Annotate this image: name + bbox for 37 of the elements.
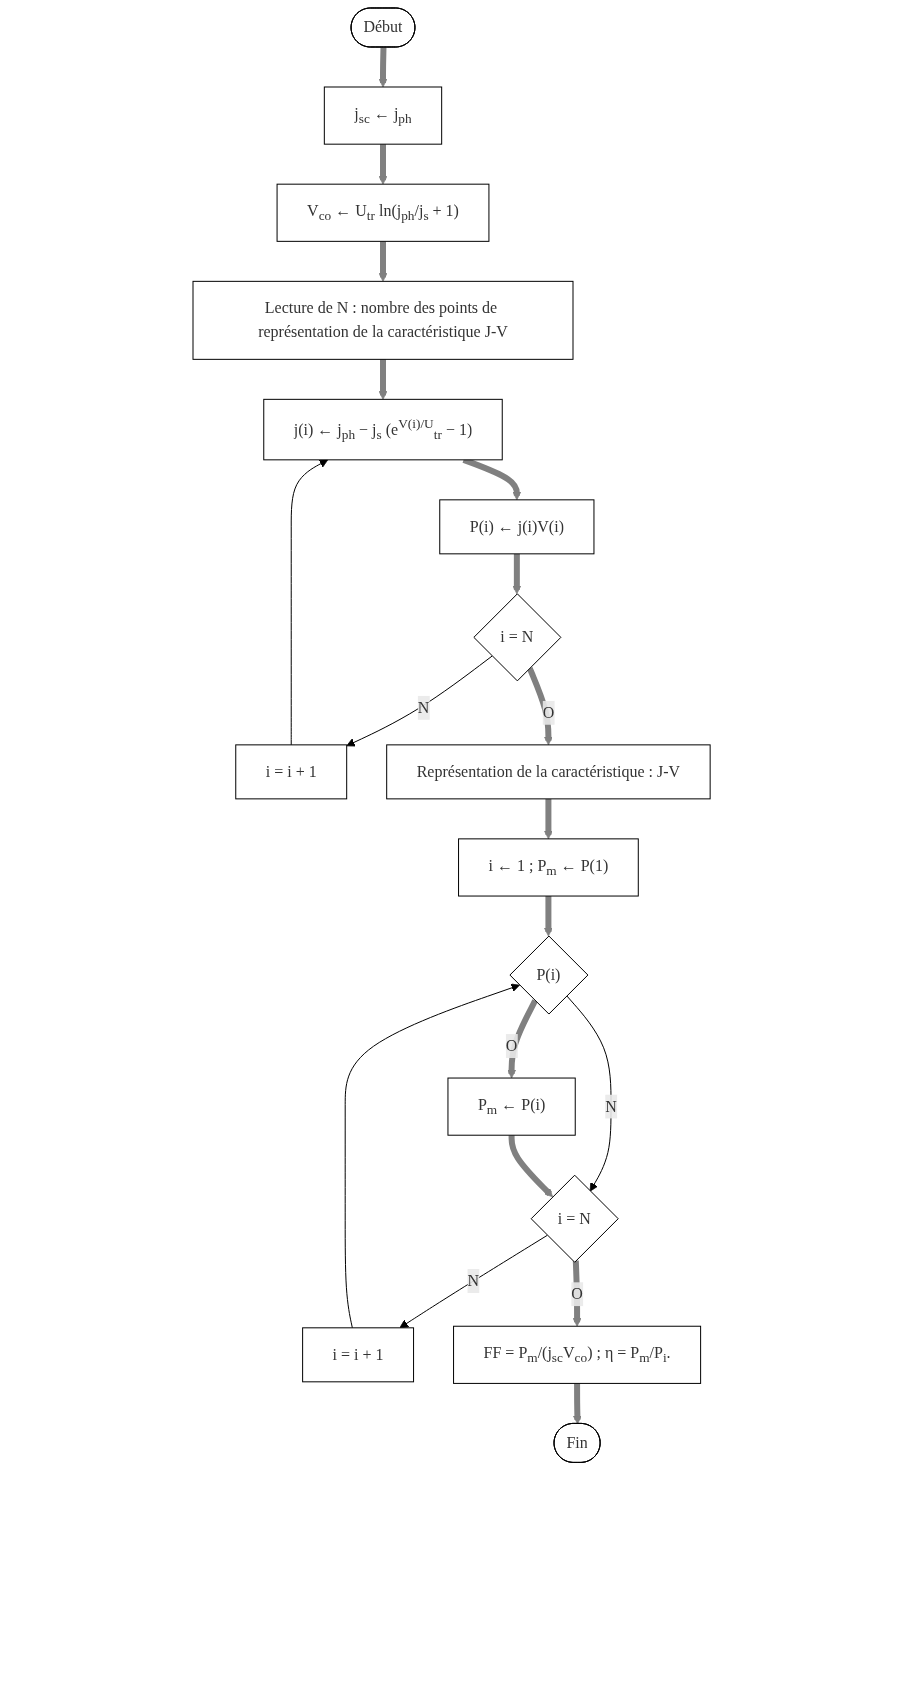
arrow [544,896,554,937]
node-box: i ← 1 ; P$_{m}$ ← P(1) [458,838,640,897]
edge-label: O [543,703,555,721]
arrow [566,995,612,1192]
arrow [509,1135,554,1198]
edge-label: O [571,1285,584,1303]
arrow [399,1234,549,1329]
arrow [346,655,493,747]
arrow [512,553,522,595]
node-box: P(i) ← j(i)V(i) [439,499,595,555]
arrow [345,983,521,1329]
edge-label: N [605,1097,618,1115]
node-box: j$_{sc}$ ← j$_{ph}$ [324,86,443,145]
edge-label: O [506,1037,518,1055]
edge-label: N [467,1272,480,1290]
arrow [379,47,388,88]
arrow [379,359,388,400]
arrow [573,1260,582,1327]
node-diamond: i = N [531,1174,620,1263]
node-diamond: P(i) [509,935,589,1015]
arrow [507,999,539,1079]
arrow [379,241,388,282]
arrow [573,1383,583,1425]
arrow [379,144,388,185]
node-box: Lecture de N : nombre des points de représentation de la caractéristique J-V [192,280,574,360]
node-box: i = i + 1 [235,744,348,800]
arrow [544,798,554,840]
arrow [527,666,554,746]
node-box: j(i) ← j$_{ph}$ − j$_{s}$ (e$^{V(i)/U}$$_{tr}$ − 1) [263,398,504,461]
node-box: FF = P$_{m}$/(j$_{sc}$V$_{co}$) ; η = P$_{m}$/P$_{i}$. [453,1325,702,1384]
node-box: Représentation de la caractéristique : J-V [386,744,712,800]
node-diamond: i = N [473,593,562,682]
arrow [291,459,329,746]
node-box: i = i + 1 [302,1327,415,1383]
edge-label: N [418,698,430,716]
node-box: P$_{m}$ ← P(i) [447,1077,577,1136]
node-box: V$_{co}$ ← U$_{tr}$ ln(j$_{ph}$/j$_{s}$ + 1) [277,183,490,242]
